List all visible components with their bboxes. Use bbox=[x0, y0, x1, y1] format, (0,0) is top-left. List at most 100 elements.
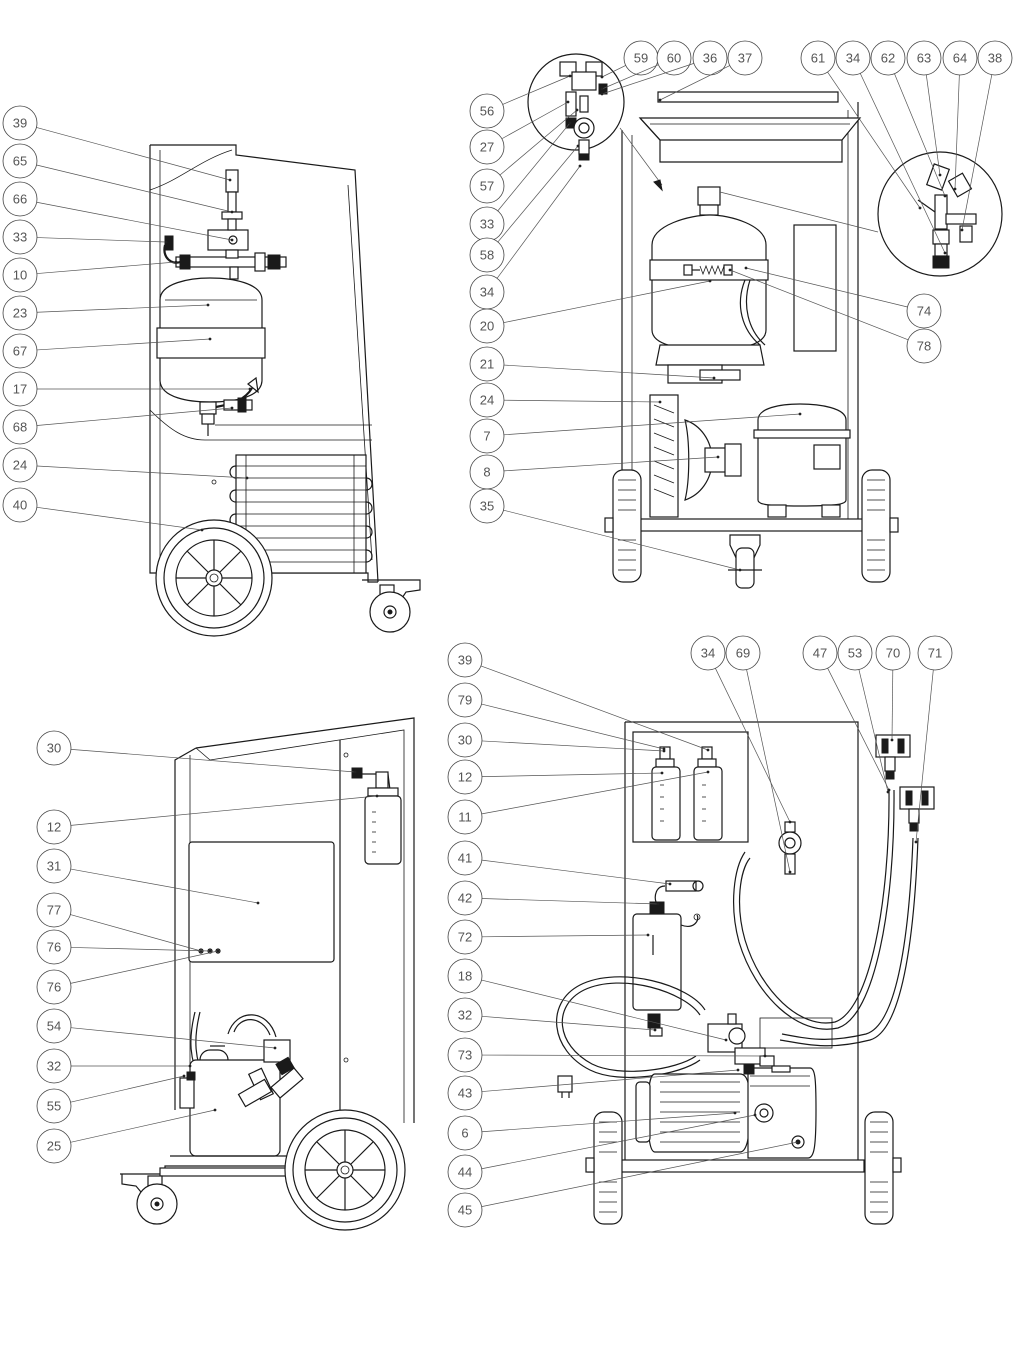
callout-leader-dot bbox=[566, 100, 570, 104]
callout-leader-dot bbox=[724, 1038, 728, 1042]
callout-27: 27 bbox=[469, 100, 570, 165]
callout-7: 7 bbox=[469, 412, 802, 454]
callout-leader-line bbox=[601, 65, 626, 78]
callout-bubble bbox=[447, 1037, 483, 1073]
callout-leader-line bbox=[70, 947, 211, 952]
callout-leader-line bbox=[70, 914, 202, 952]
callout-34: 34 bbox=[469, 164, 582, 310]
callout-leader-dot bbox=[943, 251, 947, 255]
callout-bubble bbox=[977, 40, 1013, 76]
callout-leader-dot bbox=[736, 1068, 740, 1072]
callout-leader-line bbox=[481, 934, 649, 938]
callout-leader-dot bbox=[576, 144, 580, 148]
callout-leader-line bbox=[954, 74, 960, 190]
callout-24: 24 bbox=[2, 447, 249, 483]
callout-11: 11 bbox=[447, 770, 710, 835]
callout-23: 23 bbox=[2, 295, 210, 331]
callout-20: 20 bbox=[469, 279, 712, 344]
callout-leader-line bbox=[659, 65, 730, 101]
callout-39: 39 bbox=[447, 642, 710, 752]
callout-leader-dot bbox=[216, 949, 220, 953]
callout-leader-line bbox=[894, 73, 946, 197]
callout-36: 36 bbox=[600, 40, 728, 96]
callout-bubble bbox=[447, 642, 483, 678]
callout-leader-line bbox=[36, 465, 248, 479]
callout-leader-line bbox=[715, 668, 791, 823]
callout-leader-line bbox=[36, 127, 231, 181]
callout-leader-dot bbox=[208, 337, 212, 341]
callout-number: 34 bbox=[701, 646, 715, 661]
view-right-side bbox=[120, 717, 415, 1231]
callout-30: 30 bbox=[447, 722, 666, 758]
callout-72: 72 bbox=[447, 919, 650, 955]
callout-leader-dot bbox=[733, 1111, 737, 1115]
callout-55: 55 bbox=[36, 1074, 186, 1124]
callout-leader-line bbox=[481, 859, 671, 885]
callout-leader-dot bbox=[716, 455, 720, 459]
callout-leader-line bbox=[503, 413, 801, 436]
callout-number: 55 bbox=[47, 1099, 61, 1114]
callout-35: 35 bbox=[469, 488, 742, 572]
callout-leader-dot bbox=[918, 206, 922, 210]
callout-number: 69 bbox=[736, 646, 750, 661]
callout-number: 34 bbox=[480, 285, 494, 300]
callout-bubble bbox=[837, 635, 873, 671]
callout-number: 66 bbox=[13, 192, 27, 207]
callout-number: 40 bbox=[13, 498, 27, 513]
callout-44: 44 bbox=[447, 1113, 757, 1190]
callout-leader-dot bbox=[660, 771, 664, 775]
callout-number: 11 bbox=[458, 810, 472, 825]
callout-bubble bbox=[447, 1192, 483, 1228]
callout-leader-line bbox=[745, 267, 908, 308]
callout-53: 53 bbox=[837, 635, 890, 794]
callout-63: 63 bbox=[906, 40, 942, 177]
callout-64: 64 bbox=[942, 40, 978, 191]
callout-leader-dot bbox=[744, 266, 748, 270]
callout-leader-dot bbox=[375, 794, 379, 798]
callout-bubble bbox=[36, 1128, 72, 1164]
callout-33: 33 bbox=[469, 121, 572, 242]
callout-leader-dot bbox=[228, 178, 232, 182]
callout-number: 57 bbox=[480, 179, 494, 194]
callout-number: 12 bbox=[458, 770, 472, 785]
callout-number: 39 bbox=[458, 653, 472, 668]
callout-bubble bbox=[906, 328, 942, 364]
callout-bubble bbox=[469, 93, 505, 129]
callout-leader-dot bbox=[273, 1046, 277, 1050]
callout-number: 43 bbox=[458, 1086, 472, 1101]
callout-leader-dot bbox=[230, 406, 234, 410]
callout-leader-line bbox=[891, 669, 894, 741]
callout-leader-dot bbox=[600, 87, 604, 91]
callout-67: 67 bbox=[2, 333, 212, 369]
callout-leader-dot bbox=[656, 902, 660, 906]
callout-leader-line bbox=[70, 950, 219, 984]
callout-leader-line bbox=[481, 771, 709, 815]
callout-leader-line bbox=[827, 71, 921, 209]
callout-33: 33 bbox=[2, 219, 168, 255]
callout-leader-line bbox=[481, 772, 663, 778]
callout-leader-dot bbox=[256, 901, 260, 905]
callout-leader-dot bbox=[206, 303, 210, 307]
callout-number: 47 bbox=[813, 646, 827, 661]
callout-bubble bbox=[2, 143, 38, 179]
callout-leader-line bbox=[481, 740, 665, 752]
callout-leader-line bbox=[481, 1015, 656, 1031]
callout-bubble bbox=[469, 346, 505, 382]
callout-leader-dot bbox=[188, 1064, 192, 1068]
callout-leader-dot bbox=[208, 949, 212, 953]
callout-65: 65 bbox=[2, 143, 234, 214]
callout-bubble bbox=[727, 40, 763, 76]
callout-leader-line bbox=[501, 101, 569, 140]
callout-34: 34 bbox=[690, 635, 792, 824]
callout-bubble bbox=[906, 40, 942, 76]
callout-number: 44 bbox=[458, 1165, 472, 1180]
callout-bubble bbox=[447, 880, 483, 916]
callout-bubble bbox=[447, 799, 483, 835]
callout-leader-dot bbox=[353, 770, 357, 774]
callout-leader-dot bbox=[953, 187, 957, 191]
callout-31: 31 bbox=[36, 848, 260, 905]
callout-leader-dot bbox=[568, 74, 572, 78]
callout-leader-line bbox=[503, 364, 715, 379]
